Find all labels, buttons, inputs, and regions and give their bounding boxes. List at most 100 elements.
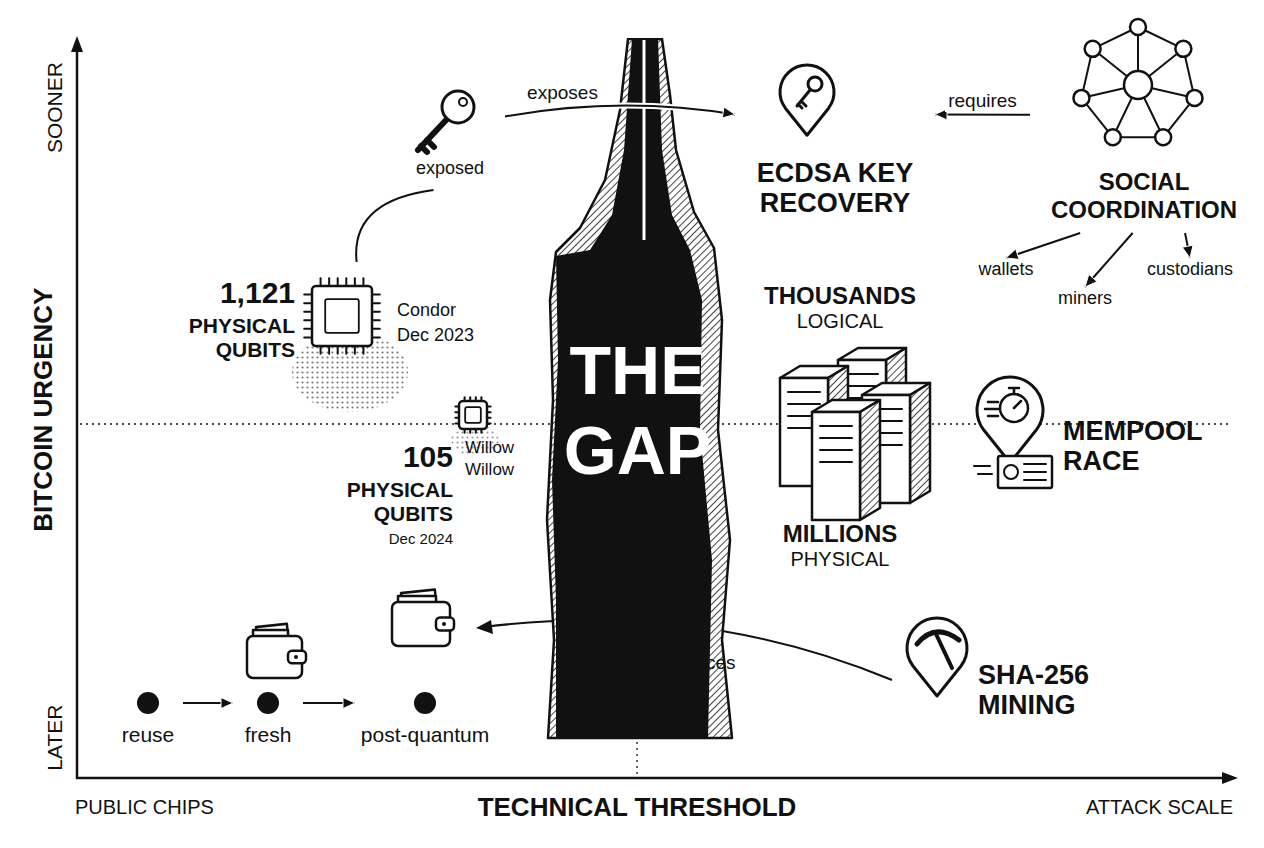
text-slot: reuse (113, 723, 183, 747)
text-slot: PHYSICAL (745, 547, 935, 571)
node-text: Dec 2023 (397, 324, 474, 346)
node-text: MEMPOOL RACE (1063, 416, 1248, 476)
arrowhead (343, 698, 355, 709)
arrowhead (476, 620, 493, 634)
pin-icon (780, 65, 834, 135)
target-label: miners (1050, 287, 1120, 311)
node-text: MILLIONS (745, 520, 935, 548)
node-text: SOCIAL COORDINATION (1030, 168, 1258, 224)
pin-node: ECDSA KEY RECOVERY (735, 60, 935, 225)
text-slot: post-quantum (355, 723, 495, 747)
node-text: Dec 2024 (265, 530, 453, 548)
key-glyph (797, 90, 810, 108)
axis-label: BITCOIN URGENCY (28, 288, 59, 532)
axis-label: PUBLIC CHIPS (75, 795, 214, 819)
stage-dot: fresh (233, 690, 303, 750)
node-text: exposed (395, 157, 505, 179)
connector (356, 190, 433, 262)
node-text: Condor (397, 299, 456, 321)
key-icon (418, 118, 448, 152)
text-slot: ECDSA KEY RECOVERY (735, 158, 935, 218)
pickaxe-glyph (936, 634, 952, 668)
edge-label-slot: exposes (524, 82, 601, 104)
stage-dot (137, 692, 159, 714)
text-slot: THOUSANDS (745, 282, 935, 310)
wallet-icon (247, 624, 306, 678)
axis-label: TECHNICAL THRESHOLD (478, 792, 797, 823)
node-text: 105 (265, 440, 453, 474)
network-node: SOCIAL COORDINATION (1030, 18, 1258, 233)
network-node (1105, 129, 1121, 145)
node-text: Willow (465, 438, 514, 458)
node-text: PHYSICAL QUBITS (160, 314, 295, 362)
pin-node: SHA-256 MINING (900, 612, 1150, 724)
text-slot: Dec 2023 (397, 324, 474, 346)
arrowhead (221, 698, 233, 709)
node-text: THE GAP (550, 330, 725, 490)
axis-label: SOONER (42, 62, 67, 153)
text-slot: miners (1050, 287, 1120, 309)
node-text: reuse (113, 723, 183, 747)
stage-dot: reuse (113, 690, 183, 750)
text-slot: custodians (1140, 258, 1240, 280)
stage-dot: post-quantum (355, 690, 495, 750)
connector (1085, 233, 1133, 287)
text-slot: Dec 2024 (265, 530, 453, 548)
text-slot: MILLIONS (745, 520, 935, 548)
key-icon (442, 91, 474, 123)
pin-icon (907, 618, 967, 696)
network-node (1085, 41, 1101, 57)
pin-icon (977, 377, 1043, 463)
axis-label: ATTACK SCALE (1086, 795, 1233, 819)
key-icon (459, 98, 467, 106)
node-text: post-quantum (355, 723, 495, 747)
node-text: PHYSICAL QUBITS (265, 478, 453, 526)
connector (1006, 233, 1080, 259)
server-icon (812, 400, 880, 520)
axis-label: PUBLIC CHIPS (75, 795, 214, 819)
text-slot: MEMPOOL RACE (1063, 416, 1248, 476)
text-slot: THE GAP (550, 330, 725, 490)
edge-label: exposes (524, 82, 601, 104)
arrowhead (722, 107, 735, 118)
axis-label: SOONER (42, 62, 67, 153)
arrowhead (1182, 245, 1193, 258)
text-slot: SOCIAL COORDINATION (1030, 168, 1258, 224)
node-text: LOGICAL (745, 309, 935, 333)
arrowhead (1085, 274, 1097, 287)
pin-node: MEMPOOL RACE (968, 378, 1253, 493)
connector (1182, 233, 1193, 258)
axis-label: ATTACK SCALE (1086, 795, 1233, 819)
node-text: SHA-256 MINING (978, 660, 1143, 720)
chip-node: 1,121PHYSICAL QUBITS CondorDec 2023 (160, 262, 505, 402)
node-text: ECDSA KEY RECOVERY (735, 158, 935, 218)
target-label: wallets (968, 258, 1044, 282)
edge-label: requires (945, 90, 1020, 112)
stopwatch (985, 388, 1021, 416)
axis-label: LATER (42, 705, 67, 771)
network-node (1155, 129, 1171, 145)
axis-label: LATER (42, 705, 67, 771)
server-node: THOUSANDSLOGICAL MILLIONSPHYSICAL (745, 282, 935, 572)
network-hub (1124, 71, 1152, 99)
connector (183, 698, 233, 709)
network-node (1187, 90, 1203, 106)
connector (303, 698, 355, 709)
stage-dot (414, 692, 436, 714)
receipt-icon (974, 464, 1046, 480)
coin-glyph (1004, 465, 1018, 479)
axis-label: reduces (668, 652, 736, 675)
text-slot: PHYSICAL QUBITS (265, 478, 453, 526)
text-slot: 1,121 (160, 276, 295, 310)
chip-icon (304, 278, 380, 354)
text-slot: Condor (397, 299, 456, 321)
node-text: 1,121 (160, 276, 295, 310)
axis-arrowhead (1222, 772, 1238, 784)
text-slot: SHA-256 MINING (978, 660, 1143, 720)
network-node (1175, 41, 1191, 57)
text-slot: LOGICAL (745, 309, 935, 333)
node-text: THOUSANDS (745, 282, 935, 310)
node-text: wallets (968, 258, 1044, 280)
text-slot: fresh (233, 723, 303, 747)
text-slot: wallets (968, 258, 1044, 280)
